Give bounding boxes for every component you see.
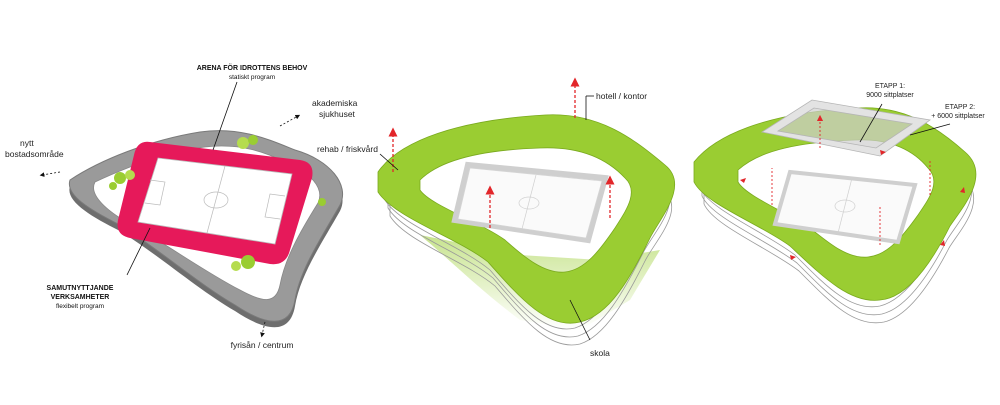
roof-panel	[760, 99, 932, 157]
field-lines	[144, 165, 286, 234]
label-nytt: nytt	[20, 138, 34, 148]
etapp-markers	[771, 114, 931, 245]
label-etapp2-seats: + 6000 sittplatser	[931, 113, 985, 120]
label-verksamheter: VERKSAMHETER	[51, 294, 110, 301]
label-samutnyttjande: SAMUTNYTTJANDE	[47, 285, 114, 292]
label-etapp1-seats: 9000 sittplatser	[866, 92, 914, 99]
arena-subtitle: statiskt program	[229, 74, 275, 81]
diagram-2: hotell / kontor rehab / friskvård skola	[317, 77, 676, 358]
label-etapp1: ETAPP 1:	[875, 83, 905, 90]
label-flexibelt: flexibelt program	[56, 303, 104, 310]
corner-markers	[740, 150, 965, 260]
diagram-1: ARENA FÖR IDROTTENS BEHOV statiskt progr…	[5, 63, 358, 350]
arena-field	[137, 157, 293, 245]
green-roof-ring	[377, 114, 676, 324]
label-skola: skola	[590, 348, 610, 358]
arena-title: ARENA FÖR IDROTTENS BEHOV	[197, 63, 308, 72]
label-etapp2: ETAPP 2:	[945, 104, 975, 111]
diagram-3: ETAPP 1: 9000 sittplatser ETAPP 2: + 600…	[693, 83, 985, 324]
trees	[109, 135, 326, 271]
label-bostadsomrade: bostadsområde	[5, 149, 64, 159]
label-akademiska: akademiska	[312, 98, 358, 108]
label-rehab: rehab / friskvård	[317, 144, 378, 154]
faded-arena-frame	[451, 161, 609, 244]
label-sjukhuset: sjukhuset	[319, 109, 356, 119]
label-fyrisan: fyrisån / centrum	[231, 340, 294, 350]
label-hotell: hotell / kontor	[596, 91, 647, 101]
